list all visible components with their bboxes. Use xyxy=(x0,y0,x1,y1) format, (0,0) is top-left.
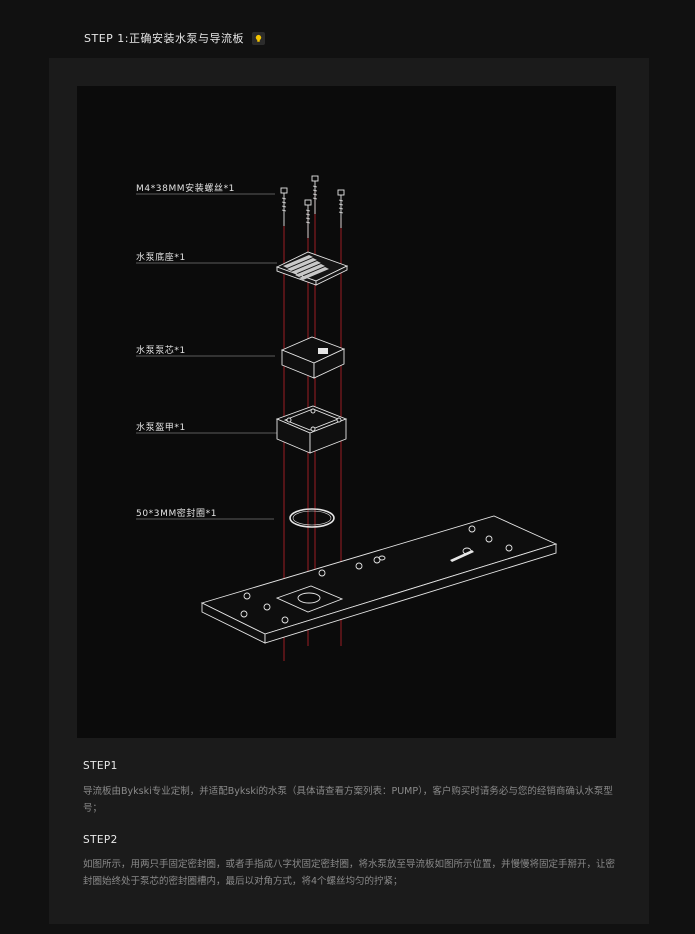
screw xyxy=(280,187,288,226)
step1-title: STEP1 xyxy=(83,760,118,772)
screws xyxy=(280,175,345,238)
screw xyxy=(311,175,319,214)
pump-core xyxy=(280,336,346,379)
label-pump-core: 水泵泵芯*1 xyxy=(136,346,186,356)
pump-armor xyxy=(275,405,348,454)
lightbulb-icon xyxy=(252,31,265,45)
label-pump-base: 水泵底座*1 xyxy=(136,253,186,263)
content-panel: M4*38MM安装螺丝*1 水泵底座*1 水泵泵芯*1 水泵盔甲*1 50*3M… xyxy=(49,58,649,924)
flow-plate xyxy=(200,515,558,644)
pump-base xyxy=(275,251,349,286)
page-title: STEP 1:正确安装水泵与导流板 xyxy=(84,32,244,45)
step1-text: 导流板由Bykski专业定制，并适配Bykski的水泵（具体请查看方案列表：PU… xyxy=(83,786,613,814)
label-seal-ring: 50*3MM密封圈*1 xyxy=(136,509,218,519)
exploded-diagram-svg xyxy=(136,175,558,661)
label-screw: M4*38MM安装螺丝*1 xyxy=(136,184,235,194)
exploded-diagram: M4*38MM安装螺丝*1 水泵底座*1 水泵泵芯*1 水泵盔甲*1 50*3M… xyxy=(77,86,616,738)
screw xyxy=(304,199,312,238)
page-header: STEP 1:正确安装水泵与导流板 xyxy=(84,30,265,46)
step2-text: 如图所示，用两只手固定密封圈，或者手指成八字状固定密封圈，将水泵放至导流板如图所… xyxy=(83,859,616,887)
label-pump-armor: 水泵盔甲*1 xyxy=(136,423,186,433)
step2-title: STEP2 xyxy=(83,834,118,846)
seal-ring xyxy=(289,508,335,528)
screw xyxy=(337,189,345,228)
